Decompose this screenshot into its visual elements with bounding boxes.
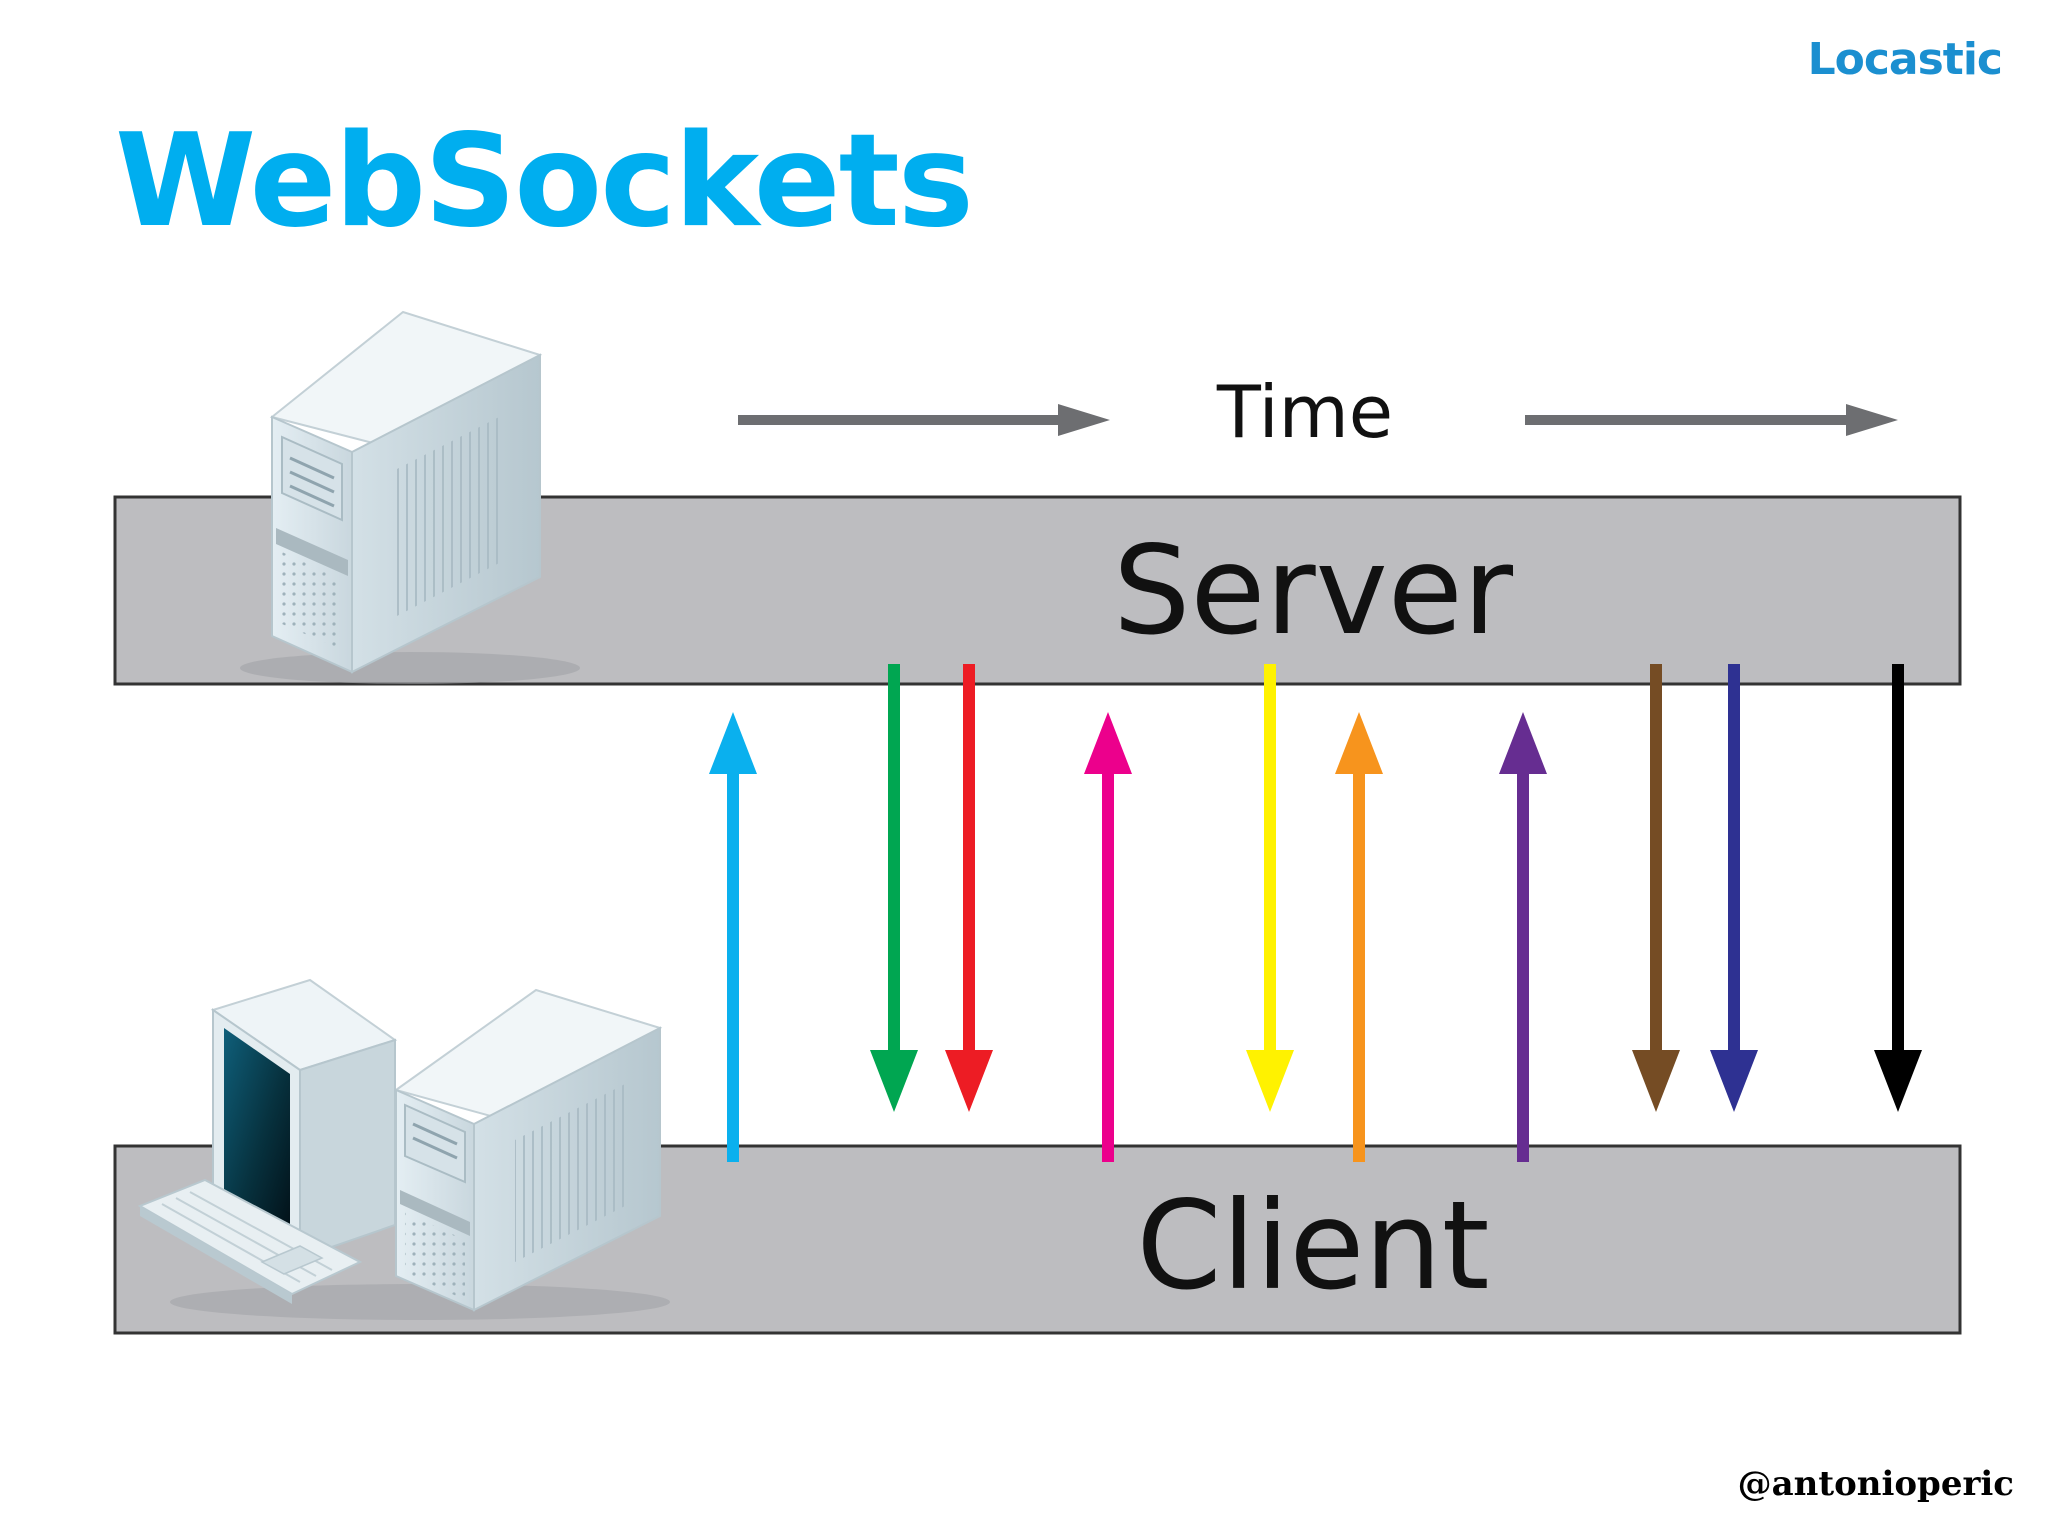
message-arrow-7 bbox=[1499, 712, 1547, 1162]
time-label: Time bbox=[1216, 370, 1393, 454]
slide-title: WebSockets bbox=[115, 107, 974, 256]
client-label: Client bbox=[1136, 1175, 1489, 1317]
message-arrow-6 bbox=[1335, 712, 1383, 1162]
message-arrow-3 bbox=[945, 664, 993, 1112]
message-arrow-10 bbox=[1874, 664, 1922, 1112]
time-arrow-right bbox=[1525, 404, 1898, 436]
message-arrow-5 bbox=[1246, 664, 1294, 1112]
author-handle: @antonioperic bbox=[1737, 1464, 2014, 1504]
brand-logo: Locastic bbox=[1807, 34, 2003, 85]
server-label: Server bbox=[1113, 520, 1514, 662]
message-arrow-1 bbox=[709, 712, 757, 1162]
message-arrow-2 bbox=[870, 664, 918, 1112]
message-arrow-9 bbox=[1710, 664, 1758, 1112]
server-tower-icon bbox=[240, 310, 580, 684]
desktop-computer-icon bbox=[137, 978, 670, 1320]
time-arrow-left bbox=[738, 404, 1110, 436]
message-arrow-4 bbox=[1084, 712, 1132, 1162]
message-arrow-8 bbox=[1632, 664, 1680, 1112]
